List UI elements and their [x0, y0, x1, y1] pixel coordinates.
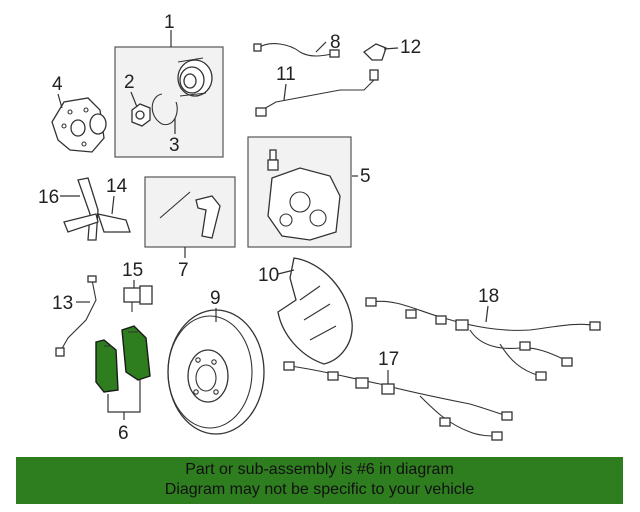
- parts-diagram: 1 2 3 4 8: [38, 12, 601, 444]
- hardware-group: [144, 176, 236, 248]
- callout-13[interactable]: 13: [52, 293, 73, 314]
- callout-16[interactable]: 16: [38, 187, 59, 208]
- bracket-16: [63, 177, 99, 241]
- wear-sensor-short: [253, 43, 340, 58]
- callout-12[interactable]: 12: [400, 37, 421, 58]
- banner-line-2: Diagram may not be specific to your vehi…: [164, 481, 475, 498]
- callout-14[interactable]: 14: [106, 176, 128, 197]
- callout-15[interactable]: 15: [122, 260, 143, 281]
- sensor: [123, 285, 153, 312]
- callout-9[interactable]: 9: [210, 288, 221, 309]
- sensor-harness-18: [365, 297, 601, 381]
- splash-shield: [277, 257, 353, 365]
- callout-18[interactable]: 18: [478, 286, 499, 307]
- callout-7[interactable]: 7: [178, 260, 189, 281]
- snap-ring: [151, 93, 178, 126]
- bracket-14: [97, 213, 131, 233]
- callout-6-bracket: [107, 380, 141, 420]
- callout-3[interactable]: 3: [169, 135, 180, 156]
- info-banner: Part or sub-assembly is #6 in diagram Di…: [16, 457, 623, 504]
- caliper-group: [247, 136, 352, 248]
- brake-pads[interactable]: [95, 325, 151, 393]
- callout-5[interactable]: 5: [360, 166, 371, 187]
- brake-line: [255, 69, 379, 117]
- callout-8[interactable]: 8: [330, 32, 341, 53]
- callout-17[interactable]: 17: [378, 349, 399, 370]
- brake-pad-inner[interactable]: [95, 339, 119, 393]
- callout-2[interactable]: 2: [124, 72, 135, 93]
- pad-spring: [195, 195, 221, 239]
- caliper: [267, 167, 341, 241]
- sensor-harness-17: [283, 361, 513, 441]
- wheel-bearing: [177, 57, 213, 97]
- bleeder-screw: [267, 149, 279, 171]
- brake-pad-outer[interactable]: [121, 325, 151, 381]
- brake-hose: [55, 275, 97, 357]
- axle-nut: [131, 103, 151, 127]
- callout-1[interactable]: 1: [164, 12, 175, 33]
- hardware-box: [144, 176, 236, 248]
- bearing-kit-group: 1 2 3: [114, 12, 224, 158]
- callout-6[interactable]: 6: [118, 423, 129, 444]
- callout-4[interactable]: 4: [52, 74, 63, 95]
- brake-rotor: [167, 309, 265, 435]
- banner-line-1: Part or sub-assembly is #6 in diagram: [185, 461, 454, 478]
- callout-11[interactable]: 11: [276, 64, 296, 85]
- callout-10[interactable]: 10: [258, 265, 279, 286]
- clip: [362, 43, 387, 61]
- wheel-hub: [51, 97, 107, 153]
